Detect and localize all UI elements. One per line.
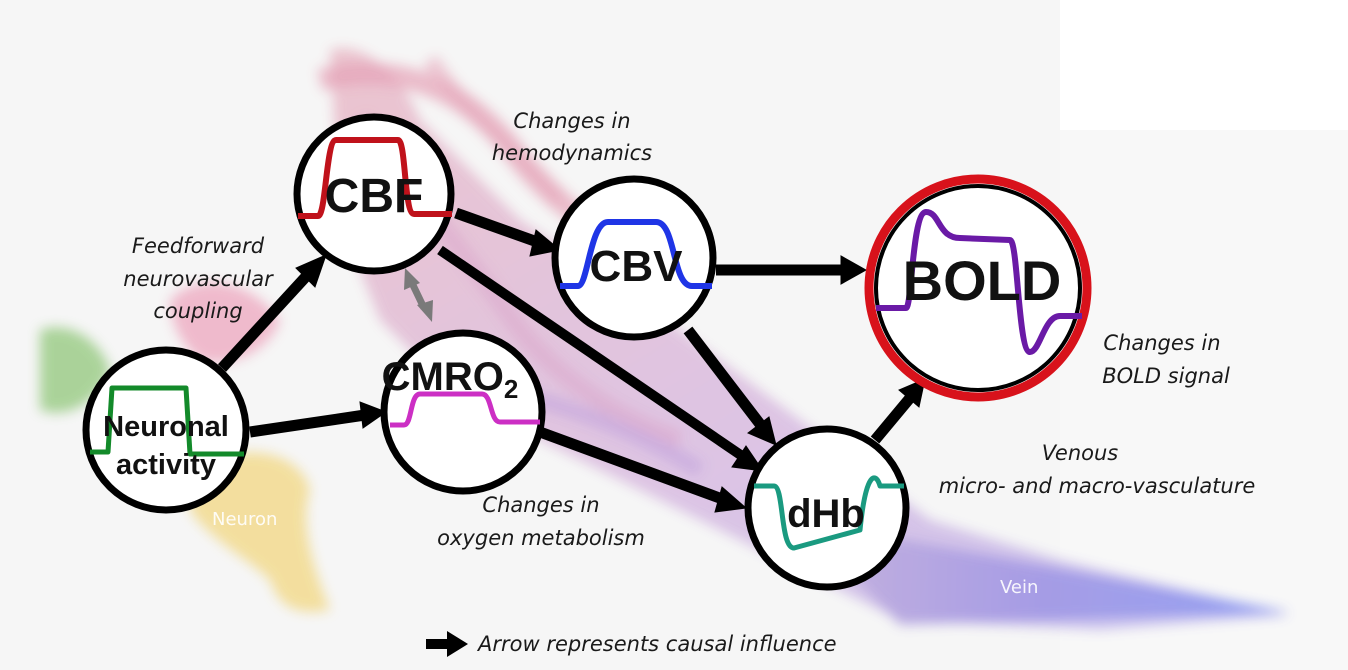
- legend-text: Arrow represents causal influence: [476, 632, 837, 656]
- neuron-background-label: Neuron: [212, 509, 277, 530]
- annotation-hemodynamics-line1: Changes in: [513, 109, 630, 133]
- annotation-bold-signal-line2: BOLD signal: [1102, 364, 1230, 388]
- arrowhead-cbf-to-dhb: [731, 445, 765, 472]
- annotation-feedforward-line2: neurovascular: [123, 267, 274, 291]
- dhb-response-curve: [754, 475, 904, 551]
- annotation-oxygen-line1: Changes in: [482, 493, 599, 517]
- node-cbv: CBV: [551, 175, 717, 341]
- arrowhead-neuronal-to-cmro2: [359, 401, 388, 429]
- node-cmro2: CMRO2: [380, 329, 546, 495]
- arrowhead-cmro2-to-dhb: [714, 486, 748, 513]
- node-neuronal-activity: Neuronal activity: [82, 346, 250, 514]
- neuronal-response-curve: [90, 385, 244, 457]
- vein-background-label: Vein: [1000, 577, 1038, 598]
- bold-label: BOLD: [903, 249, 1062, 312]
- annotation-feedforward-line1: Feedforward: [132, 234, 265, 258]
- annotations: Feedforward neurovascular coupling Chang…: [123, 109, 1255, 550]
- arrowhead-cbv-to-dhb: [747, 416, 777, 446]
- neuronal-label-line1: Neuronal: [103, 411, 229, 443]
- arrowhead-cmro2-end: [417, 300, 433, 322]
- arrow-cbv-to-dhb: [683, 326, 768, 432]
- cmro2-label-subscript: 2: [504, 374, 518, 404]
- cbf-response-curve: [298, 137, 452, 219]
- arrow-cbf-to-dhb: [437, 245, 748, 463]
- arrowhead-dhb-to-bold: [898, 378, 926, 408]
- node-cbf: CBF: [293, 113, 455, 275]
- legend-arrowhead: [447, 631, 468, 657]
- node-bold: BOLD: [864, 174, 1092, 402]
- node-dhb: dHb: [744, 425, 910, 591]
- annotation-hemodynamics-line2: hemodynamics: [492, 141, 652, 165]
- cmro2-label: CMRO2: [382, 355, 519, 404]
- causal-arrows: [217, 207, 926, 513]
- arrow-cbf-to-cbv: [454, 207, 542, 249]
- arrowhead-cbv-to-bold: [840, 255, 868, 285]
- cmro2-response-curve: [390, 391, 540, 428]
- arrow-neuronal-to-cbf: [217, 266, 317, 372]
- cbv-response-curve: [560, 219, 712, 289]
- neuronal-label-line2: activity: [116, 449, 216, 481]
- annotation-venous-line1: Venous: [1042, 441, 1119, 465]
- cbv-label: CBV: [590, 242, 684, 291]
- arrow-dhb-to-bold: [870, 394, 915, 444]
- arrowhead-neuronal-to-cbf: [295, 254, 327, 288]
- annotation-feedforward-line3: coupling: [153, 299, 242, 323]
- legend: Arrow represents causal influence: [426, 631, 837, 657]
- arrowhead-cbf-end: [404, 268, 420, 290]
- cmro2-label-main: CMRO: [382, 355, 504, 399]
- bold-response-curve: [876, 209, 1082, 355]
- dhb-label: dHb: [787, 492, 865, 536]
- annotation-bold-signal-line1: Changes in: [1103, 331, 1220, 355]
- cbf-label: CBF: [325, 170, 424, 223]
- arrow-neuronal-to-cmro2: [249, 409, 366, 438]
- arrow-cmro2-to-dhb: [538, 426, 727, 506]
- annotation-oxygen-line2: oxygen metabolism: [437, 526, 645, 550]
- annotation-venous-line2: micro- and macro-vasculature: [939, 474, 1256, 498]
